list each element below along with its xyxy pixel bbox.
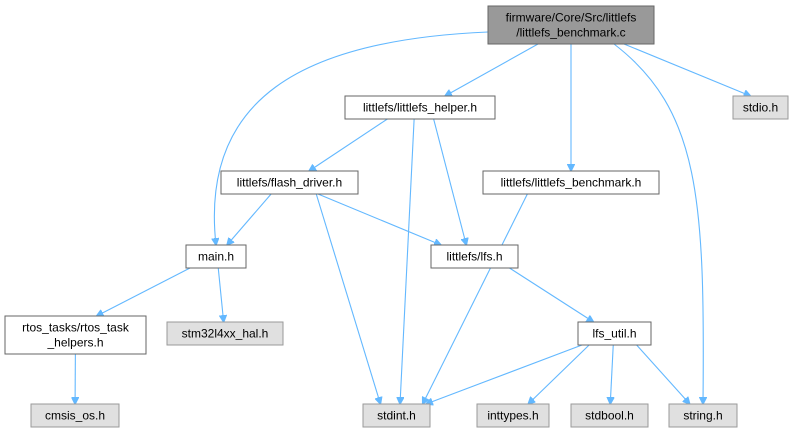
node-box <box>220 170 359 195</box>
edge-flash-driver-h-to-lfs-h <box>317 193 441 245</box>
node-box <box>732 95 789 120</box>
edge-littlefs-helper-h-to-stdint-h <box>400 118 415 404</box>
edge-littlefs-benchmark-h-to-stdint-h <box>423 193 528 404</box>
node-label: littlefs/littlefs_benchmark.h <box>501 176 642 190</box>
edge-flash-driver-h-to-stdint-h <box>315 193 380 404</box>
edge-root-to-littlefs-helper-h <box>445 43 539 96</box>
node-box <box>577 321 652 346</box>
node-inttypes-h: inttypes.h <box>476 403 550 428</box>
node-box <box>487 5 655 45</box>
edge-lfs-util-h-to-stdint-h <box>426 344 583 404</box>
edge-littlefs-helper-h-to-lfs-h <box>433 118 467 245</box>
node-box <box>344 95 496 120</box>
node-box <box>30 403 120 428</box>
edge-lfs-util-h-to-stdbool-h <box>610 344 613 404</box>
node-label: stdint.h <box>377 409 416 423</box>
node-box <box>4 315 147 355</box>
node-label: /littlefs_benchmark.c <box>516 26 625 40</box>
node-label: littlefs/lfs.h <box>446 250 502 264</box>
node-stm32l4xx-hal-h: stm32l4xx_hal.h <box>166 321 284 346</box>
node-littlefs-helper-h[interactable]: littlefs/littlefs_helper.h <box>344 95 496 120</box>
node-lfs-util-h[interactable]: lfs_util.h <box>577 321 652 346</box>
nodes-layer: firmware/Core/Src/littlefs/littlefs_benc… <box>4 5 789 428</box>
edge-flash-driver-h-to-main-h <box>227 193 272 245</box>
node-label: firmware/Core/Src/littlefs <box>506 11 637 25</box>
node-box <box>476 403 550 428</box>
node-label: stm32l4xx_hal.h <box>182 327 269 341</box>
node-box <box>166 321 284 346</box>
node-flash-driver-h[interactable]: littlefs/flash_driver.h <box>220 170 359 195</box>
node-littlefs-benchmark-h[interactable]: littlefs/littlefs_benchmark.h <box>482 170 660 195</box>
node-label: rtos_tasks/rtos_task <box>22 321 130 335</box>
node-box <box>430 244 519 269</box>
node-box <box>362 403 431 428</box>
node-box <box>185 244 247 269</box>
edge-lfs-util-h-to-inttypes-h <box>528 344 590 404</box>
node-stdbool-h: stdbool.h <box>570 403 649 428</box>
node-label: littlefs/littlefs_helper.h <box>363 101 477 115</box>
node-label: _helpers.h <box>46 336 103 350</box>
edge-root-to-string-h <box>613 43 703 404</box>
node-label: lfs_util.h <box>592 327 636 341</box>
edge-littlefs-helper-h-to-flash-driver-h <box>309 118 388 171</box>
edge-lfs-h-to-lfs-util-h <box>509 267 594 322</box>
node-label: cmsis_os.h <box>45 409 105 423</box>
node-label: littlefs/flash_driver.h <box>237 176 342 190</box>
node-label: main.h <box>198 250 234 264</box>
edge-main-h-to-rtos-task-helpers-h <box>97 267 191 316</box>
node-box <box>570 403 649 428</box>
edges-layer <box>75 31 751 404</box>
node-box <box>668 403 738 428</box>
node-box <box>482 170 660 195</box>
node-label: stdio.h <box>743 101 778 115</box>
edge-lfs-util-h-to-string-h <box>636 344 690 404</box>
node-stdint-h: stdint.h <box>362 403 431 428</box>
node-main-h[interactable]: main.h <box>185 244 247 269</box>
node-root[interactable]: firmware/Core/Src/littlefs/littlefs_benc… <box>487 5 655 45</box>
node-label: inttypes.h <box>487 409 538 423</box>
node-cmsis-os-h: cmsis_os.h <box>30 403 120 428</box>
edge-root-to-stdio-h <box>623 43 751 96</box>
node-string-h: string.h <box>668 403 738 428</box>
node-label: string.h <box>683 409 722 423</box>
node-label: stdbool.h <box>585 409 634 423</box>
edge-main-h-to-stm32l4xx-hal-h <box>217 267 223 322</box>
node-stdio-h: stdio.h <box>732 95 789 120</box>
edge-root-to-main-h <box>214 31 489 245</box>
node-lfs-h[interactable]: littlefs/lfs.h <box>430 244 519 269</box>
node-rtos-task-helpers-h[interactable]: rtos_tasks/rtos_task_helpers.h <box>4 315 147 355</box>
